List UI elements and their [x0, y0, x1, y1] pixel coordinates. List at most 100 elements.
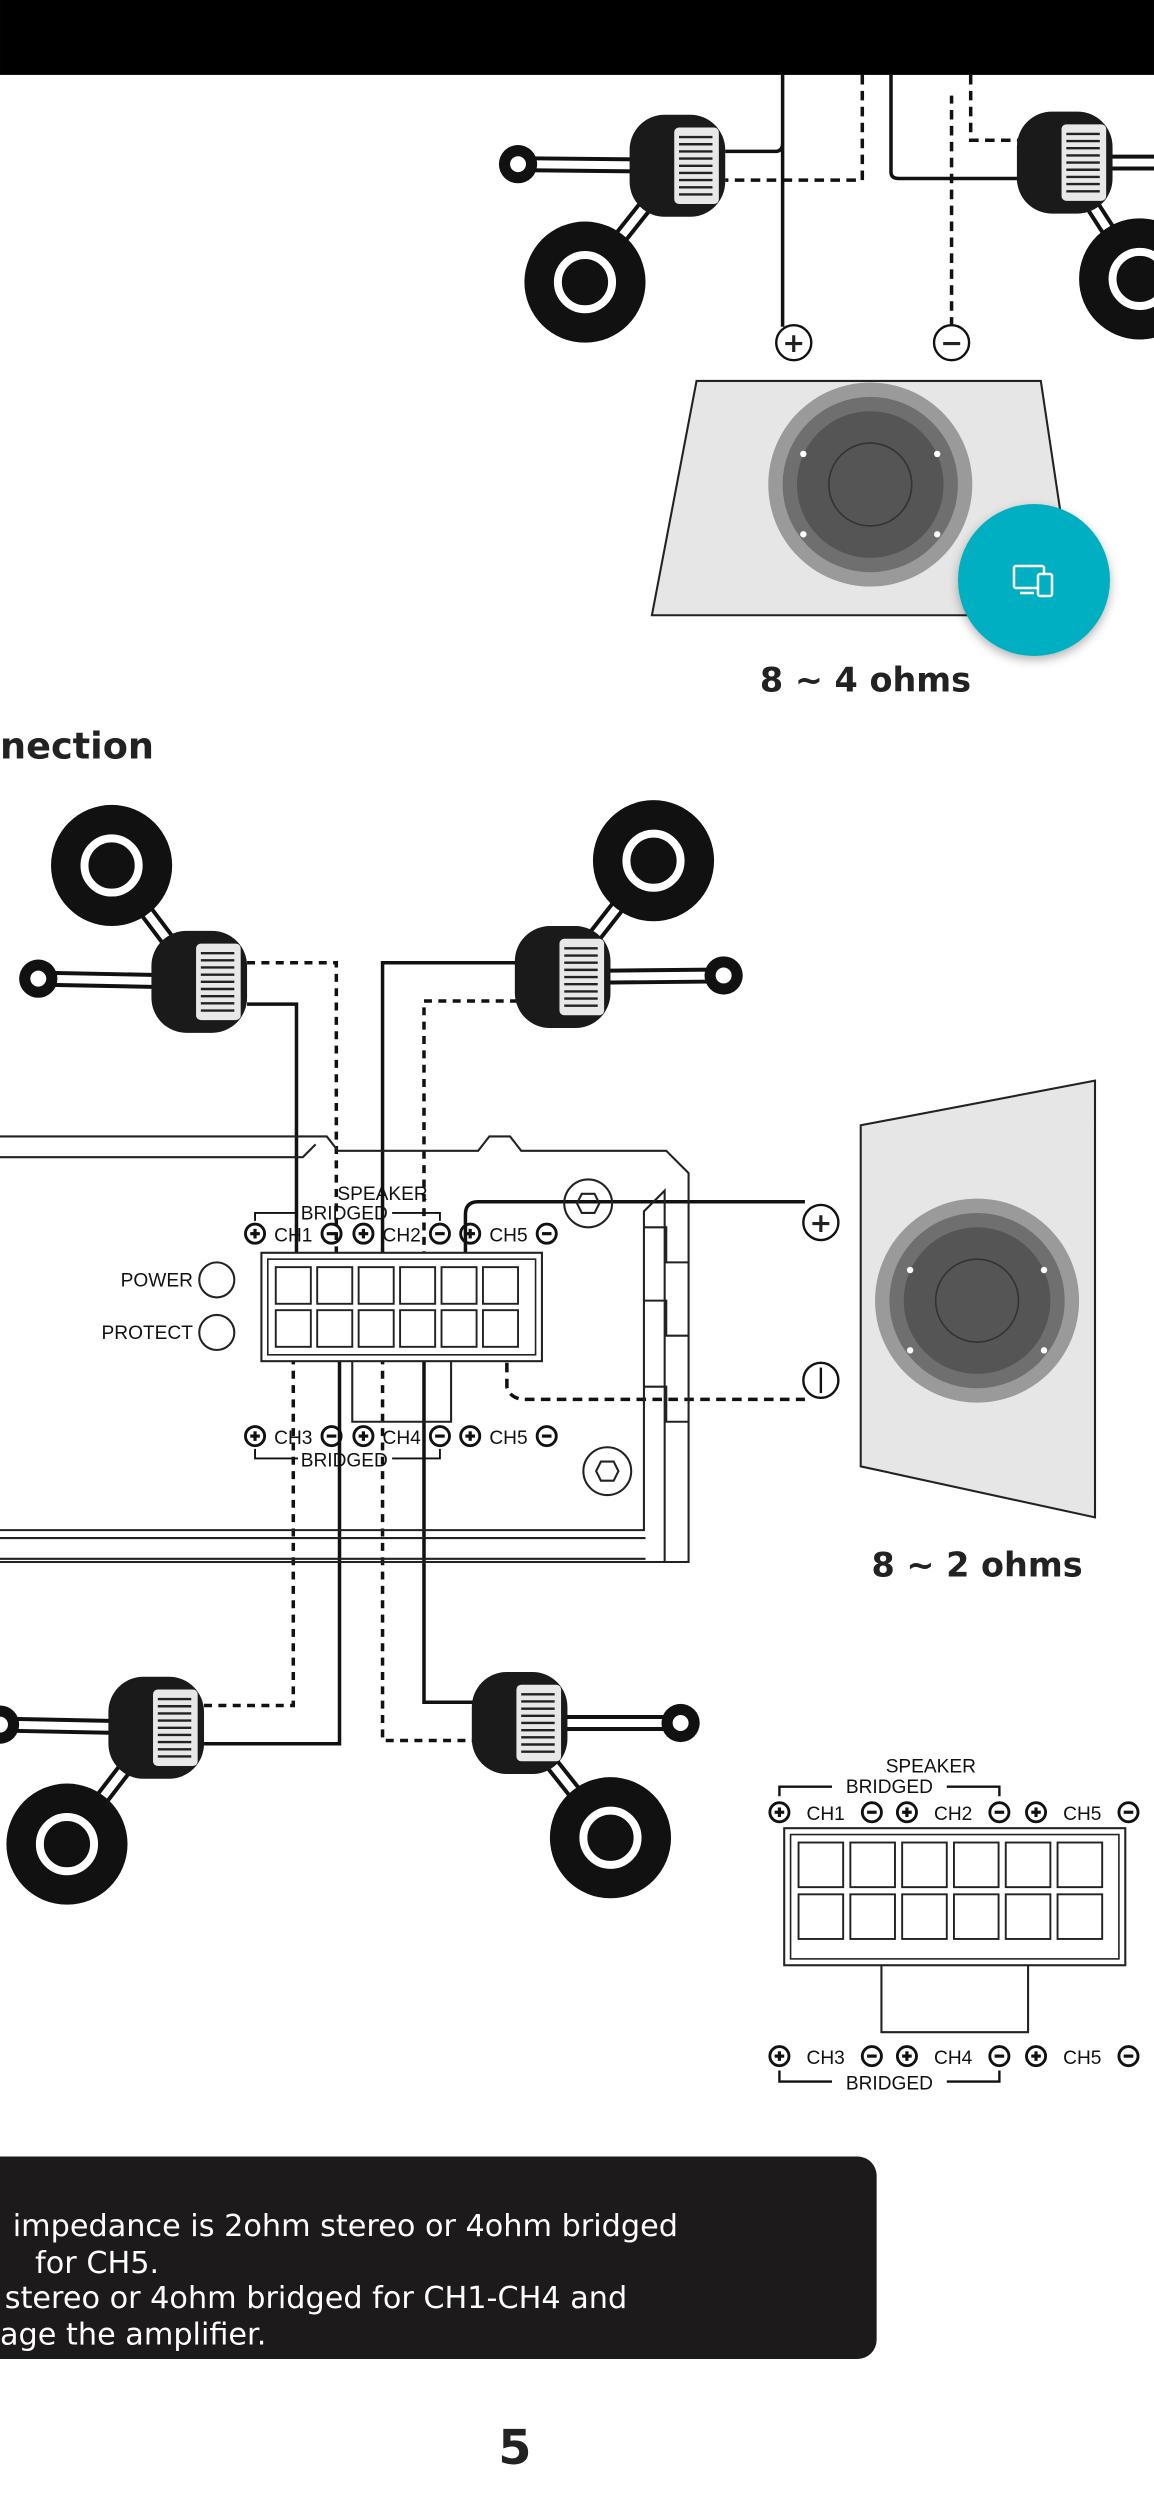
mount-screw	[906, 1266, 914, 1274]
amp-ch4: CH4	[383, 1428, 422, 1449]
amplifier-body	[0, 1135, 690, 1564]
speaker-set	[19, 804, 248, 1033]
plus-terminal-icon	[775, 323, 813, 362]
sub-plus-sign: +	[810, 1208, 833, 1239]
speaker-set	[471, 1671, 700, 1899]
terminal-cell	[1056, 1893, 1104, 1940]
wire-ch1-pos	[247, 1002, 299, 1280]
terminal-cell	[482, 1266, 519, 1305]
wire-ch4-pos	[380, 1342, 475, 1743]
terminal-cell	[399, 1309, 437, 1348]
plus-icon	[768, 2045, 791, 2068]
woofer-ring	[622, 829, 685, 892]
legend-ch1: CH1	[807, 1804, 845, 1825]
wire-ch3-neg	[204, 1322, 342, 1746]
sub-plus-terminal-icon	[802, 1203, 840, 1242]
minus-icon	[988, 1801, 1011, 1824]
minus-icon	[1117, 1801, 1140, 1824]
terminal-cell	[1004, 1841, 1052, 1889]
tweeter-small-center	[672, 1715, 689, 1731]
sub-cone-ring	[903, 1227, 1051, 1374]
terminal-cell	[482, 1309, 519, 1348]
minus-sign: −	[940, 328, 963, 359]
terminal-cell	[274, 1309, 312, 1348]
woofer	[6, 1783, 128, 1905]
cast-button[interactable]	[958, 504, 1110, 656]
protect-label: PROTECT	[102, 1323, 194, 1344]
amp-ch2: CH2	[383, 1226, 421, 1247]
plus-icon	[459, 1222, 482, 1245]
wire-right-solid	[889, 74, 1021, 181]
page-number: 5	[498, 2421, 531, 2476]
amp-bridged-bottom: BRIDGED	[301, 1450, 388, 1471]
bridged-bracket-bottom	[254, 1448, 441, 1460]
terminal-cell	[952, 1841, 1000, 1889]
legend-bridged-bottom: BRIDGED	[846, 2074, 933, 2095]
speaker-set	[514, 800, 743, 1029]
mount-screw	[1040, 1266, 1048, 1274]
plus-sign: +	[782, 328, 805, 359]
terminal-inner	[266, 1258, 537, 1356]
bridged-bracket-bottom	[778, 2070, 1001, 2083]
terminal-cell	[1056, 1841, 1104, 1889]
tweeter-small	[0, 1705, 20, 1744]
speaker-set	[498, 114, 726, 343]
amp-bridged-top: BRIDGED	[301, 1203, 388, 1224]
terminal-cell	[901, 1893, 948, 1940]
terminal-cell	[849, 1893, 896, 1940]
wire-ch3-pos	[204, 1342, 296, 1708]
mount-screw	[934, 531, 941, 538]
terminal-cell	[849, 1841, 896, 1889]
terminal-cell	[952, 1893, 1000, 1940]
wire-ch2-pos	[380, 960, 519, 1280]
wire-ch2-neg	[422, 999, 519, 1280]
terminal-tab	[880, 1965, 1030, 2034]
amp-speaker-label: SPEAKER	[337, 1184, 427, 1205]
minus-icon	[320, 1222, 343, 1245]
legend-bridged-top: BRIDGED	[846, 1777, 933, 1798]
wires	[204, 74, 1021, 1746]
tweeter-small-center	[715, 967, 732, 984]
minus-icon	[860, 2045, 883, 2068]
minus-terminal-icon	[932, 323, 971, 362]
mount-screw	[1040, 1347, 1048, 1354]
note-line-2: for CH5.	[35, 2246, 159, 2281]
sub-cone-ring	[828, 442, 913, 527]
terminal-inner	[789, 1833, 1120, 1960]
legend-ch5-bottom: CH5	[1063, 2048, 1101, 2069]
terminal-cell	[316, 1309, 354, 1348]
minus-icon	[988, 2045, 1011, 2068]
woofer-ring	[553, 251, 617, 314]
plus-icon	[895, 1801, 918, 1824]
mount-screw	[800, 531, 807, 538]
impedance-label-sub: 8 ~ 2 ohms	[871, 1545, 1082, 1584]
minus-icon	[535, 1222, 558, 1245]
mount-screw	[906, 1347, 914, 1354]
terminal-cell	[440, 1266, 478, 1305]
terminal-tab	[351, 1361, 453, 1423]
minus-icon	[1117, 2045, 1140, 2068]
woofer	[592, 800, 715, 922]
plus-icon	[352, 1222, 375, 1245]
terminal-cell	[357, 1309, 395, 1348]
legend-ch5-top: CH5	[1063, 1804, 1101, 1825]
power-label: POWER	[121, 1270, 193, 1291]
minus-icon	[860, 1801, 883, 1824]
minus-icon	[320, 1425, 343, 1448]
wire-ch1-neg	[247, 960, 339, 1280]
plus-icon	[459, 1425, 482, 1448]
wire-ch5-pos	[463, 1200, 805, 1323]
woofer	[1079, 218, 1154, 340]
terminal-cell	[316, 1266, 354, 1305]
tweeter-small-center	[0, 1716, 8, 1733]
minus-icon	[535, 1425, 558, 1448]
terminal-cell	[357, 1266, 395, 1305]
sub-cone-ring	[796, 411, 944, 558]
amp-ch3: CH3	[274, 1428, 312, 1449]
plus-icon	[1025, 2045, 1048, 2068]
woofer-ring	[80, 834, 143, 897]
note-line-1: impedance is 2ohm stereo or 4ohm bridged	[13, 2209, 678, 2244]
